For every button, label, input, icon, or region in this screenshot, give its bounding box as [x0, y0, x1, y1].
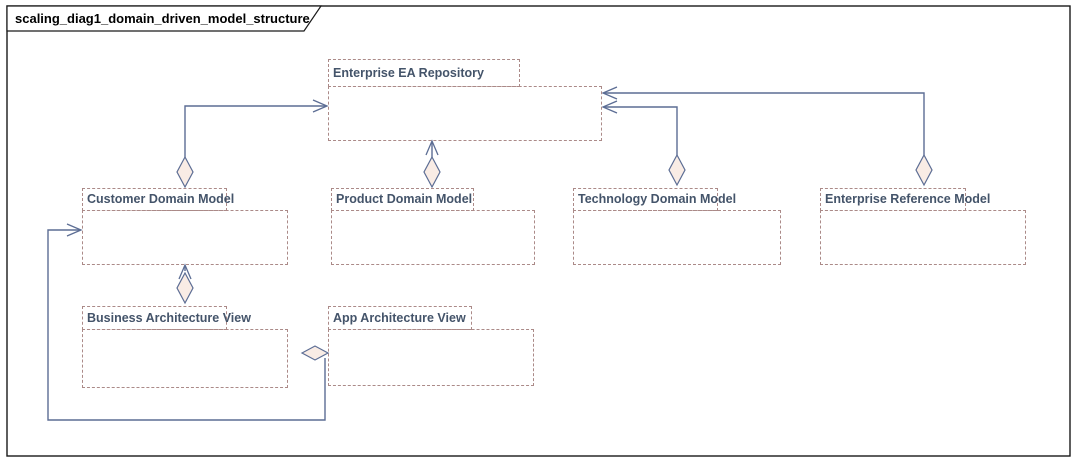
open-arrowhead-icon — [601, 100, 618, 114]
node-label-text: Product Domain Model — [336, 192, 473, 206]
node-body-box — [82, 210, 288, 265]
connector-reference-to-repository[interactable] — [601, 86, 933, 187]
connector-app-to-customer[interactable] — [47, 223, 330, 421]
aggregation-diamond-icon — [423, 155, 441, 189]
connector-line[interactable] — [47, 229, 326, 421]
open-arrowhead-icon — [312, 99, 329, 113]
node-label-text: Enterprise EA Repository — [333, 66, 484, 80]
node-body-box — [573, 210, 781, 265]
connector-business-to-customer[interactable] — [176, 263, 194, 305]
open-arrowhead-icon — [601, 86, 618, 100]
diagram-title: scaling_diag1_domain_driven_model_struct… — [15, 11, 310, 26]
node-label-box: Technology Domain Model — [573, 188, 736, 211]
connector-line[interactable] — [604, 106, 678, 155]
node-label-box: Business Architecture View — [82, 306, 251, 330]
open-arrowhead-icon — [425, 139, 439, 156]
connector-technology-to-repository[interactable] — [601, 100, 686, 187]
connector-line[interactable] — [184, 105, 326, 157]
node-label-text: Enterprise Reference Model — [825, 192, 991, 206]
connector-product-to-repository[interactable] — [423, 139, 441, 189]
diagram-frame — [6, 5, 1071, 457]
node-label-box: Product Domain Model — [331, 188, 474, 211]
aggregation-diamond-icon — [915, 153, 933, 187]
aggregation-diamond-icon — [176, 271, 194, 305]
node-body-box — [328, 86, 602, 141]
node-label-text: Business Architecture View — [87, 311, 251, 325]
connector-customer-to-repository[interactable] — [176, 99, 329, 189]
node-label-text: Customer Domain Model — [87, 192, 235, 206]
node-body-box — [82, 329, 288, 388]
node-body-box — [820, 210, 1026, 265]
node-label-box: App Architecture View — [328, 306, 472, 330]
aggregation-diamond-icon — [668, 153, 686, 187]
node-label-text: App Architecture View — [333, 311, 466, 325]
node-label-box: Enterprise Reference Model — [820, 188, 990, 211]
connector-line[interactable] — [604, 92, 925, 155]
open-arrowhead-icon — [178, 263, 192, 280]
node-label-text: Technology Domain Model — [578, 192, 737, 206]
node-body-box — [331, 210, 535, 265]
aggregation-diamond-icon — [176, 155, 194, 189]
open-arrowhead-icon — [66, 223, 83, 237]
node-label-box: Customer Domain Model — [82, 188, 234, 211]
node-label-box: Enterprise EA Repository — [328, 59, 520, 87]
node-body-box — [328, 329, 534, 386]
diagram-title-tab — [6, 5, 323, 32]
aggregation-diamond-icon — [300, 345, 330, 361]
